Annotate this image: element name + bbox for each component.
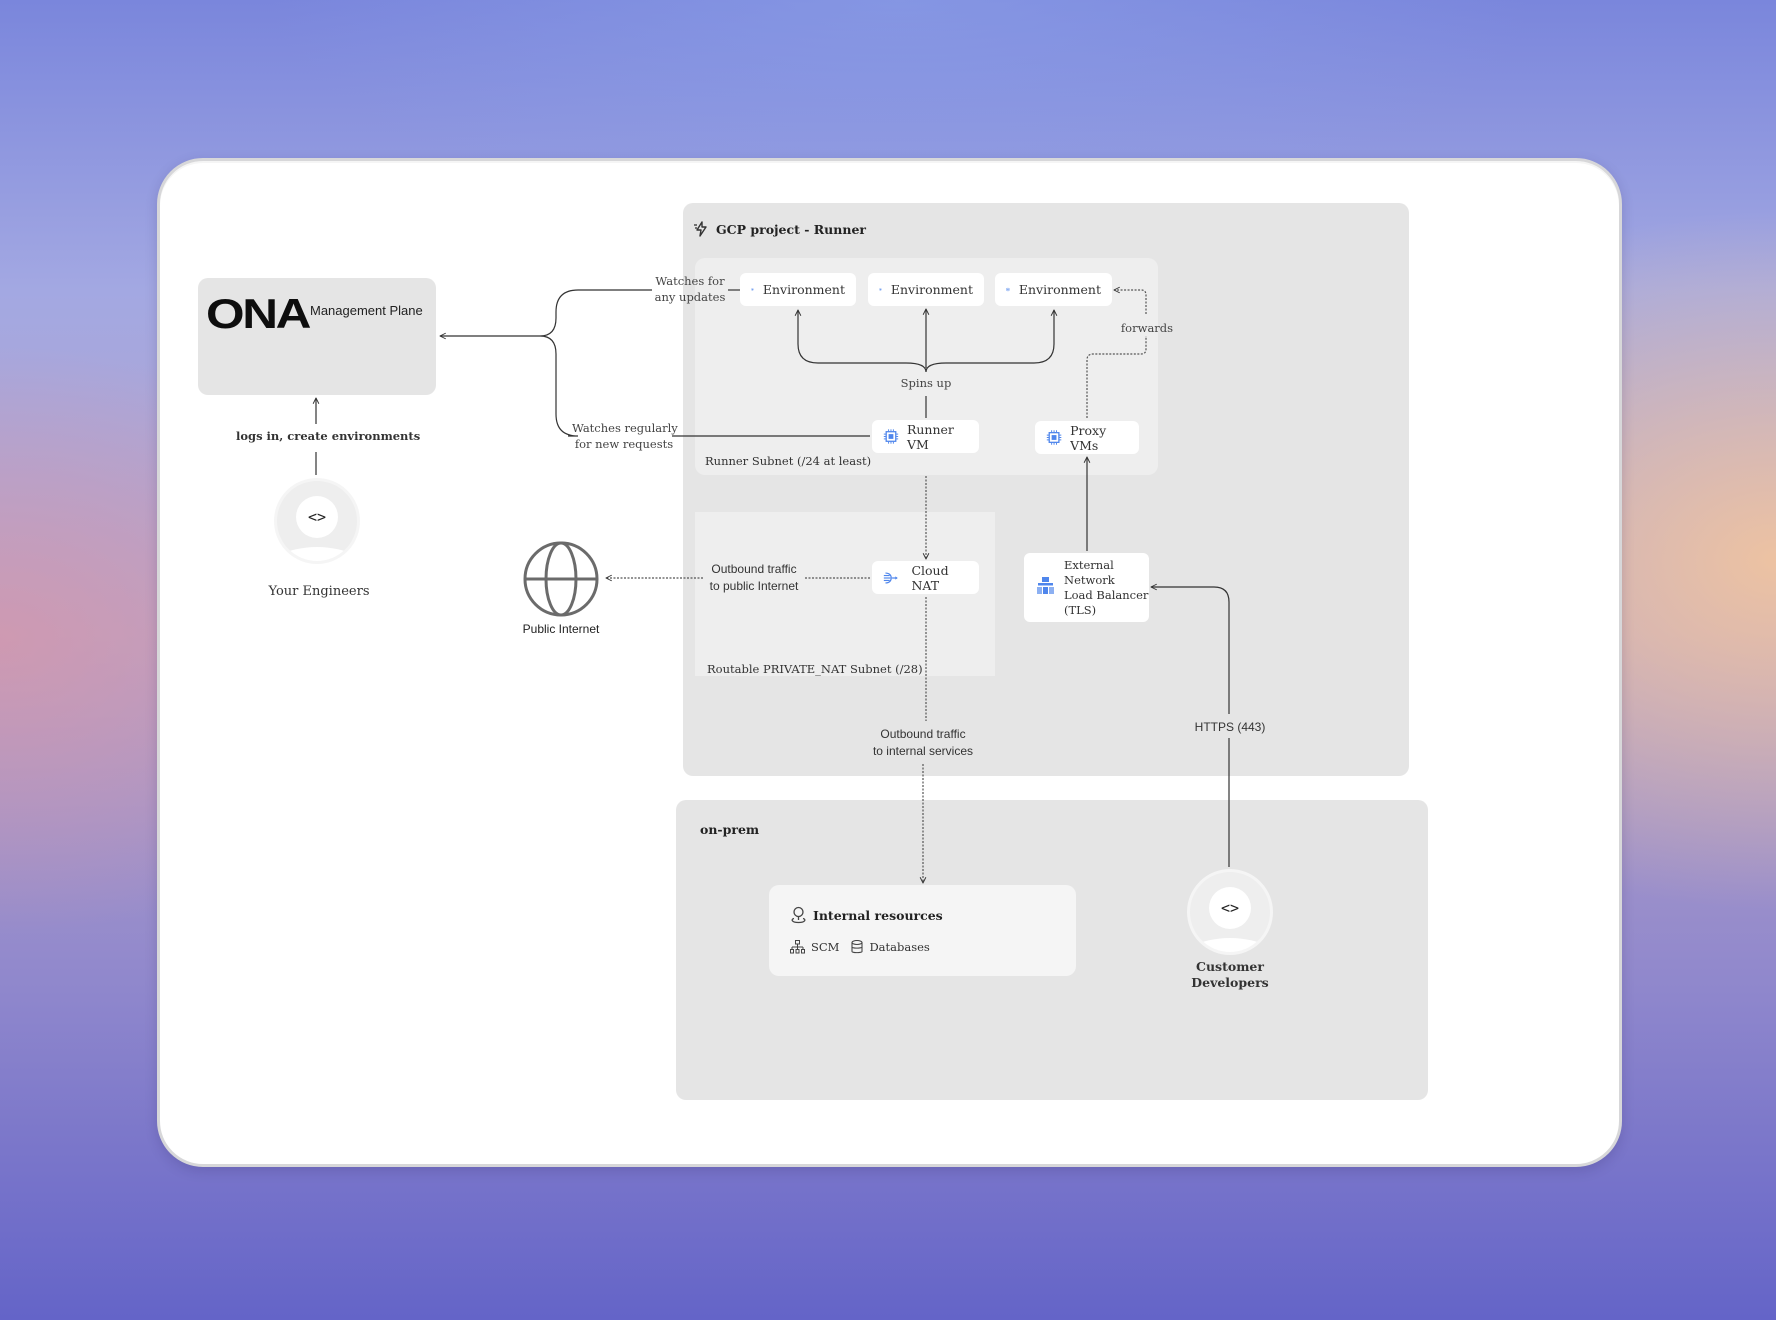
- label-line: to public Internet: [709, 579, 799, 593]
- runner-vm-label: Runner VM: [906, 421, 954, 452]
- proxy-vms-label: Proxy VMs: [1070, 422, 1107, 453]
- forwards-label: forwards: [1120, 321, 1174, 335]
- vm-chip-icon: [1006, 280, 1010, 299]
- label-line: Outbound traffic: [880, 727, 966, 741]
- code-brackets-icon: <>: [296, 496, 338, 538]
- environment-node[interactable]: Environment: [868, 273, 984, 306]
- vm-chip-icon: [879, 280, 882, 299]
- location-pin-icon: [791, 906, 806, 924]
- vm-chip-icon: [751, 280, 754, 299]
- cloud-nat-node[interactable]: Cloud NAT: [872, 561, 979, 594]
- label-line: Watches for: [655, 274, 725, 288]
- label-line: Network: [1064, 573, 1115, 587]
- load-balancer-label: External Network Load Balancer (TLS): [1064, 558, 1148, 618]
- customer-developers-avatar[interactable]: <>: [1187, 869, 1273, 955]
- engineers-avatar[interactable]: <>: [274, 478, 360, 564]
- label-line: Customer: [1196, 959, 1264, 974]
- internal-resources-items: SCM Databases: [790, 940, 930, 954]
- environment-node[interactable]: Environment: [995, 273, 1112, 306]
- https-label: HTTPS (443): [1194, 720, 1266, 734]
- management-plane-box[interactable]: [198, 278, 436, 395]
- outbound-internal-label: Outbound traffic to internal services: [858, 726, 988, 760]
- avatar-body: [1190, 938, 1270, 952]
- cloud-nat-icon: [883, 571, 898, 584]
- management-plane-label: Management Plane: [310, 303, 423, 318]
- sitemap-icon: [790, 940, 805, 954]
- cloud-nat-label: Cloud NAT: [911, 562, 949, 593]
- databases-label: Databases: [869, 940, 930, 954]
- label-line: Developers: [1191, 975, 1269, 990]
- runner-subnet-label: Runner Subnet (/24 at least): [705, 454, 872, 468]
- label-line: to internal services: [872, 744, 974, 758]
- label-line: Watches regularly: [572, 421, 678, 435]
- internal-resources-box[interactable]: Internal resources SCM Databases: [769, 885, 1076, 976]
- environment-label: Environment: [1018, 282, 1101, 297]
- outbound-public-label: Outbound traffic to public Internet: [700, 561, 808, 595]
- public-internet-label: Public Internet: [522, 622, 600, 636]
- gcp-project-title: GCP project - Runner: [693, 221, 866, 237]
- label-line: Outbound traffic: [711, 562, 797, 576]
- ona-logo: ONA: [206, 290, 311, 337]
- engineers-label: Your Engineers: [268, 584, 370, 599]
- database-icon: [851, 940, 864, 954]
- vm-chip-icon: [1046, 428, 1062, 447]
- gcp-project-title-text: GCP project - Runner: [716, 221, 866, 237]
- gcp-lightning-icon: [694, 221, 707, 237]
- load-balancer-node[interactable]: External Network Load Balancer (TLS): [1024, 553, 1149, 622]
- spins-up-label: Spins up: [900, 376, 952, 390]
- label-line: External: [1064, 558, 1114, 572]
- globe-icon: [523, 541, 599, 617]
- nat-subnet-label: Routable PRIVATE_NAT Subnet (/28): [707, 662, 923, 676]
- environment-label: Environment: [762, 282, 845, 297]
- load-balancer-icon: [1037, 577, 1054, 594]
- environment-node[interactable]: Environment: [740, 273, 856, 306]
- customer-developers-label: Customer Developers: [1170, 959, 1290, 991]
- vm-chip-icon: [883, 427, 899, 446]
- code-brackets-icon: <>: [1209, 887, 1251, 929]
- watches-requests-label: Watches regularly for new requests: [572, 420, 678, 452]
- scm-label: SCM: [811, 940, 840, 954]
- private-nat-subnet: [695, 512, 995, 676]
- label-line: for new requests: [574, 437, 674, 451]
- internal-resources-header: Internal resources: [790, 906, 943, 924]
- label-line: (TLS): [1064, 603, 1097, 617]
- label-line: any updates: [654, 290, 726, 304]
- runner-vm-node[interactable]: Runner VM: [872, 420, 979, 453]
- proxy-vms-node[interactable]: Proxy VMs: [1035, 421, 1139, 454]
- internal-resources-title: Internal resources: [813, 907, 943, 923]
- environment-label: Environment: [890, 282, 973, 297]
- logs-in-edge-label: logs in, create environments: [236, 429, 421, 443]
- label-line: Load Balancer: [1064, 588, 1149, 602]
- avatar-body: [277, 547, 357, 561]
- watches-updates-label: Watches for any updates: [654, 273, 726, 305]
- on-prem-title: on-prem: [700, 822, 760, 837]
